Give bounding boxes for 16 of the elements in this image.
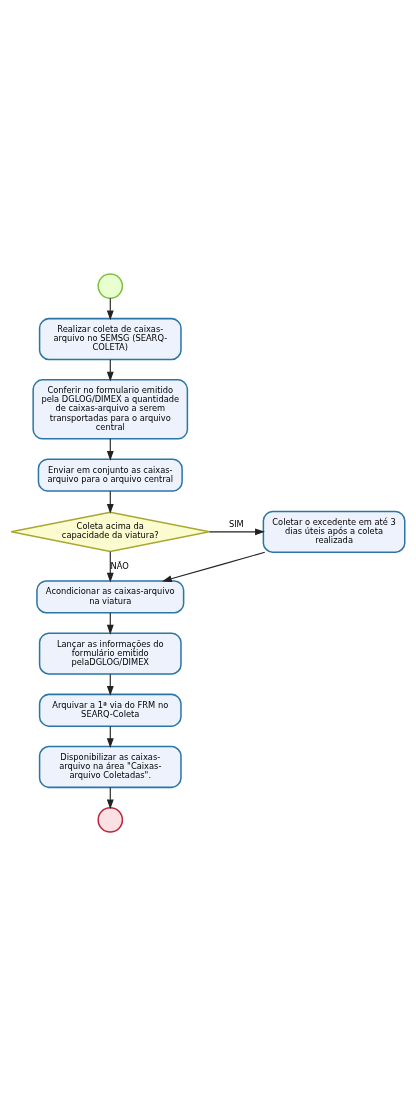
node-box: Conferir no formulario emitido pela DGLOG/DIMEX a quantidade de caixas-arquivo a serem transportadas para o arquivo central xyxy=(32,379,189,440)
node-box: Realizar coleta de caixas-arquivo no SEMSG (SEARQ-COLETA) xyxy=(38,317,182,361)
node-circle xyxy=(97,273,124,299)
node-circle xyxy=(97,807,124,833)
arrow xyxy=(106,551,114,583)
arrow xyxy=(208,528,265,536)
node-box: Enviar em conjunto as caixas-arquivo para o arquivo central xyxy=(37,458,183,492)
edge-label: NÃO xyxy=(110,560,129,571)
node-diamond: Coleta acima da capacidade da viatura? xyxy=(10,511,211,553)
node-box: Acondicionar as caixas-arquivo na viatura xyxy=(36,580,185,614)
node-box: Arquivar a 1ª via do FRM no SEARQ-Coleta xyxy=(38,693,182,727)
node-box: Coletar o excedente em até 3 dias úteis após a coleta realizada xyxy=(262,510,406,553)
arrow xyxy=(161,551,266,583)
node-box: Disponibilizar as caixas-arquivo na área "Caixas-arquivo Coletadas". xyxy=(38,745,182,789)
node-box: Lançar as informações do formulário emitido pelaDGLOG/DIMEX xyxy=(38,632,182,675)
edge-label: SIM xyxy=(228,519,244,530)
